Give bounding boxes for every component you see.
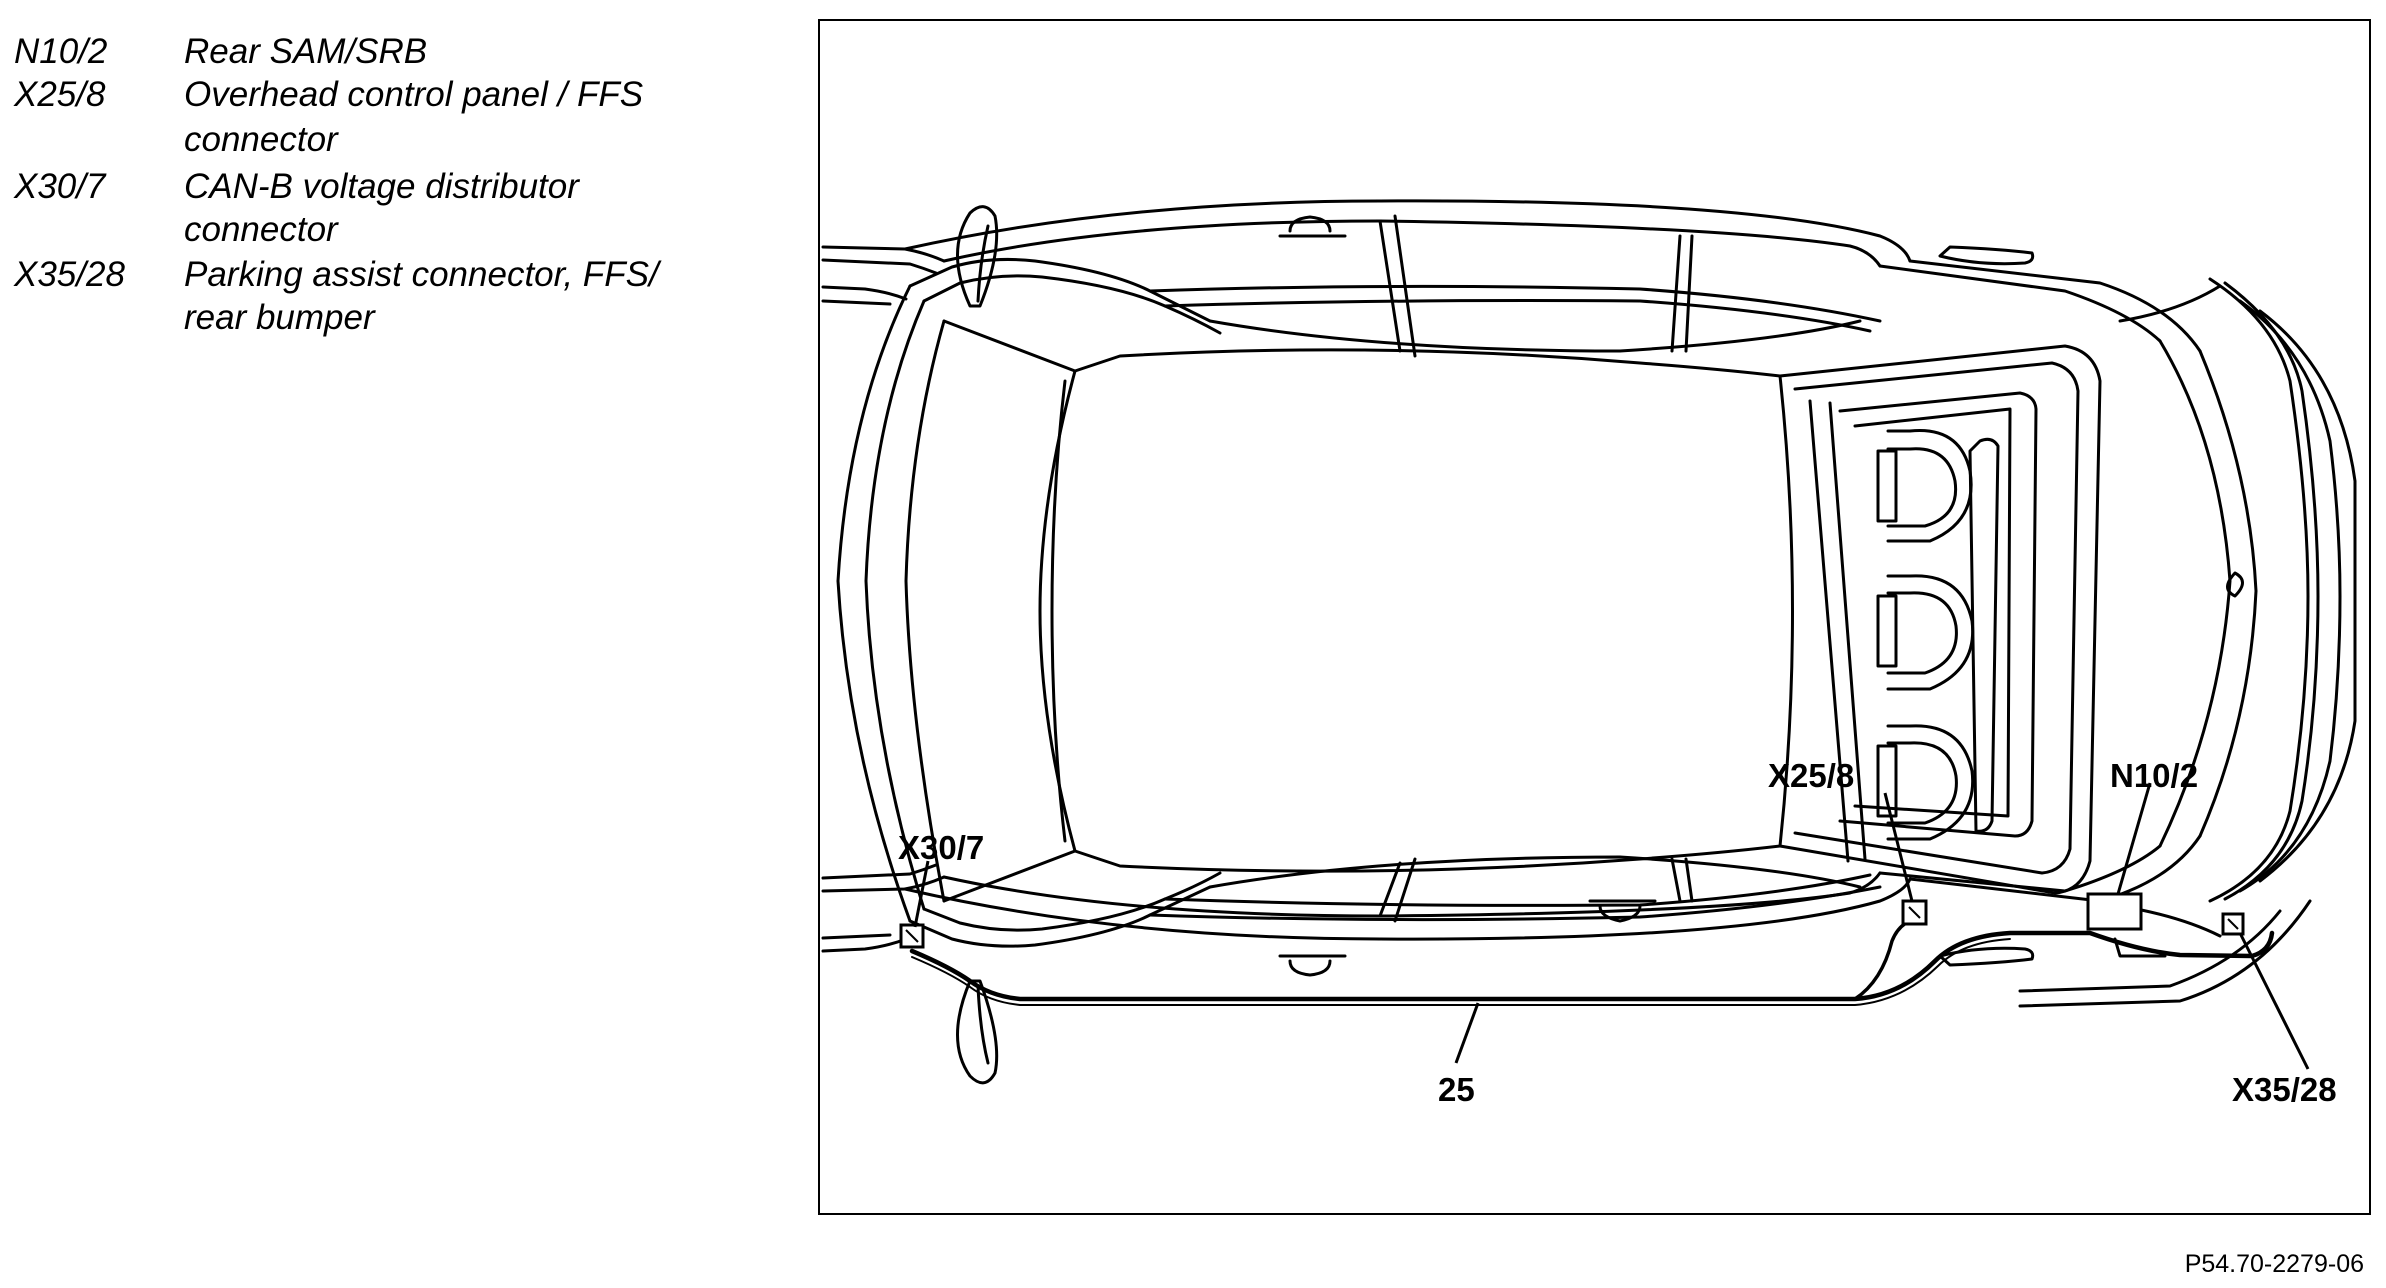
connector-inner-marks	[905, 906, 2239, 943]
legend-code: X30/7	[14, 167, 106, 206]
leader-harness-25	[1454, 1002, 1480, 1064]
leader-x30-7	[913, 860, 930, 928]
legend-description: Parking assist connector, FFS/ rear bump…	[184, 253, 774, 339]
control-unit-n10-2	[2086, 892, 2143, 931]
callout-harness-25: 25	[1438, 1071, 1475, 1108]
legend-description: Rear SAM/SRB	[184, 30, 774, 73]
legend-description-line: CAN-B voltage distributor	[184, 167, 579, 206]
legend-description-line: rear bumper	[184, 298, 375, 337]
legend-item-x35-28: X35/28 Parking assist connector, FFS/ re…	[14, 253, 774, 339]
leader-x35-28	[2238, 932, 2310, 1070]
callout-x25-8: X25/8	[1768, 757, 1854, 794]
legend-item-n10-2: N10/2 Rear SAM/SRB	[14, 30, 774, 73]
legend-description: CAN-B voltage distributor connector	[184, 165, 774, 251]
callout-n10-2: N10/2	[2110, 757, 2198, 794]
legend-item-x25-8: X25/8 Overhead control panel / FFS conne…	[14, 73, 774, 161]
legend-description-line: connector	[184, 120, 338, 159]
rear-headrests	[1876, 429, 1975, 841]
vehicle-top-view-drawing: X30/7 X25/8 N10/2 X35/28 25	[821, 199, 2357, 1108]
connectors	[899, 892, 2245, 949]
leader-x25-8	[1883, 792, 1914, 902]
legend-description-line: Rear SAM/SRB	[184, 32, 428, 71]
legend-code: X25/8	[14, 75, 106, 114]
wiring-harness-25	[909, 919, 2275, 1006]
leader-n10-2	[2116, 782, 2152, 895]
callout-x30-7: X30/7	[898, 829, 984, 866]
vehicle-wiring-diagram: X30/7 X25/8 N10/2 X35/28 25	[818, 19, 2371, 1215]
legend-code: N10/2	[14, 32, 108, 71]
callout-leader-lines	[913, 782, 2310, 1070]
legend-description-line: connector	[184, 210, 338, 249]
legend-code: X35/28	[14, 255, 125, 294]
legend-description-line: Overhead control panel / FFS	[184, 75, 644, 114]
component-legend: N10/2 Rear SAM/SRB X25/8 Overhead contro…	[14, 30, 774, 339]
figure-reference-number: P54.70-2279-06	[2184, 1250, 2364, 1278]
callout-x35-28: X35/28	[2232, 1071, 2337, 1108]
vehicle-body-outline	[821, 199, 2357, 1085]
legend-description: Overhead control panel / FFS connector	[184, 73, 774, 161]
legend-description-line: Parking assist connector, FFS/	[184, 255, 659, 294]
legend-item-x30-7: X30/7 CAN-B voltage distributor connecto…	[14, 165, 774, 251]
